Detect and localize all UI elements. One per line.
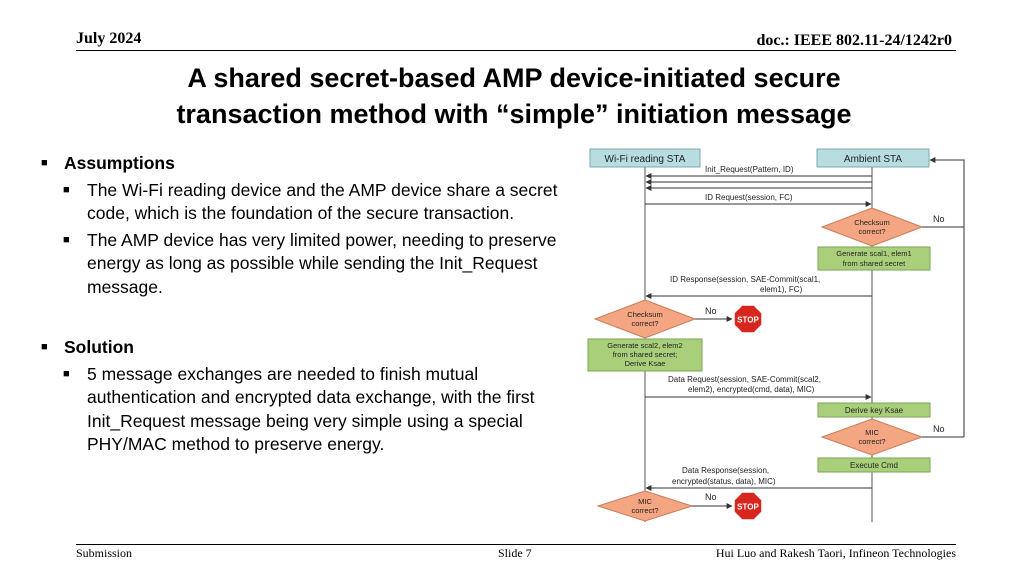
mic-diamond-right [820,418,924,456]
square-bullet-icon: ■ [63,367,70,380]
bullet-assumptions: ■ Assumptions [40,152,560,176]
bullet-list: ■ Assumptions ■ The Wi-Fi reading device… [40,152,560,457]
msg-id-response-label: elem1), FC) [760,285,803,294]
footer-submission: Submission [76,546,133,560]
bullet-solution: ■ Solution [40,336,560,360]
checksum-right-text: Checksum [854,218,889,227]
header-rule [76,50,956,51]
derive-key-text: Derive key Ksae [845,406,904,415]
no-return-line [922,157,965,228]
mic-left-text: MIC [638,497,652,506]
stop-sign-icon: STOP [733,491,763,521]
square-bullet-icon: ■ [63,183,70,196]
footer-authors: Hui Luo and Rakesh Taori, Infineon Techn… [715,546,956,560]
square-bullet-icon: ■ [63,233,70,246]
mic-right-text: MIC [865,428,879,437]
msg-data-request-label: elem2), encrypted(cmd, data), MIC) [688,385,815,394]
execute-text: Execute Cmd [850,461,898,470]
msg-id-response-label: ID Response(session, SAE-Commit(scal1, [670,275,820,284]
svg-text:STOP: STOP [737,503,759,512]
generate-right-text: from shared secret [843,259,906,268]
footer-slide-number: Slide 7 [498,546,532,560]
generate-box-right [817,246,931,271]
generate-right-text: Generate scal1, elem1 [836,249,911,258]
header-doc-id: doc.: IEEE 802.11-24/1242r0 [756,32,952,49]
msg-init-request-label: Init_Request(Pattern, ID) [705,165,794,174]
mic-diamond-left [596,490,694,522]
derive-key-box [817,402,931,418]
generate-left-text: from shared secret; [613,350,678,359]
svg-text:STOP: STOP [737,316,759,325]
entity-box-left [589,148,701,168]
solution-item-text: 5 message exchanges are needed to finish… [87,363,535,455]
checksum-diamond-left [593,299,697,339]
square-bullet-icon: ■ [41,341,48,353]
entity-box-right [816,148,930,168]
no-label: No [933,424,945,434]
solution-heading: Solution [64,337,134,357]
stop-sign-icon: STOP [733,304,763,334]
execute-box [817,457,931,473]
msg-id-request-label: ID Request(session, FC) [705,193,793,202]
entity-left-label: Wi-Fi reading STA [605,154,686,165]
checksum-left-text: Checksum [627,310,662,319]
no-label: No [933,214,945,224]
assumptions-heading: Assumptions [64,153,175,173]
square-bullet-icon: ■ [41,157,48,169]
msg-data-response-label: Data Response(session, [682,466,769,475]
entity-right-label: Ambient STA [844,154,902,165]
assumption-item: ■ The Wi-Fi reading device and the AMP d… [40,179,560,226]
assumption-item-text: The Wi-Fi reading device and the AMP dev… [87,179,558,224]
assumption-item-text: The AMP device has very limited power, n… [87,229,557,297]
title-line-1: A shared secret-based AMP device-initiat… [187,63,841,93]
checksum-right-text: correct? [858,227,885,236]
mic-right-text: correct? [858,437,885,446]
footer-rule [76,544,956,545]
no-label: No [705,492,717,502]
msg-data-request-label: Data Request(session, SAE-Commit(scal2, [668,375,821,384]
msg-data-response-label: encrypted(status, data), MIC) [672,477,776,486]
no-label: No [705,306,717,316]
checksum-left-text: correct? [631,319,658,328]
solution-item: ■ 5 message exchanges are needed to fini… [40,363,560,457]
assumption-item: ■ The AMP device has very limited power,… [40,229,560,300]
generate-left-text: Derive Ksae [625,359,666,368]
checksum-diamond-right [820,207,924,247]
sequence-diagram: Wi-Fi reading STA Ambient STA Init_Reque… [587,148,965,522]
slide-title: A shared secret-based AMP device-initiat… [80,60,948,132]
mic-left-text: correct? [631,506,658,515]
header-date: July 2024 [76,30,142,47]
generate-box-left [587,338,703,372]
generate-left-text: Generate scal2, elem2 [607,341,682,350]
title-line-2: transaction method with “simple” initiat… [176,99,852,129]
